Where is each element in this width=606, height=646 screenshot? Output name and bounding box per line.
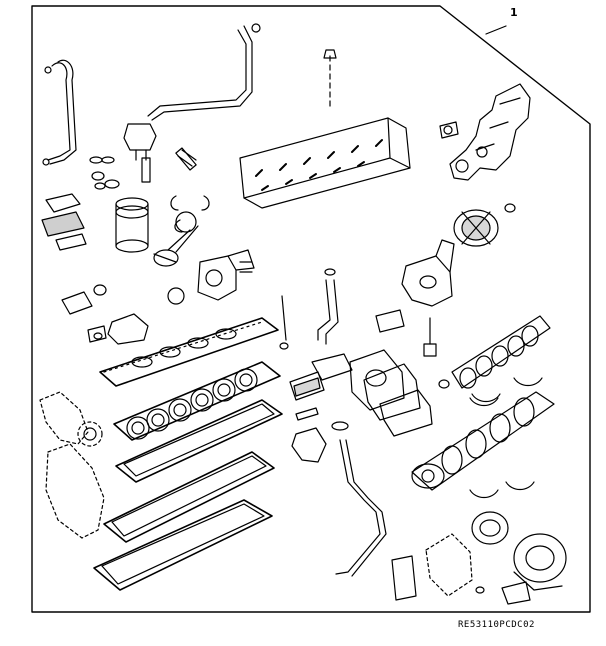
- tube-bracket: [123, 123, 157, 183]
- figure-reference: RE53110PCDC02: [458, 620, 535, 630]
- rear-seal-housing: [391, 511, 567, 605]
- small-seals: [89, 156, 120, 190]
- cylinder-head: [239, 49, 411, 209]
- thermostat-housing: [375, 239, 455, 357]
- callout-number: 1: [510, 6, 518, 19]
- pump-assembly: [167, 249, 255, 305]
- snap-rings: [170, 195, 210, 233]
- connecting-rod: [153, 211, 199, 267]
- crankshaft: [411, 391, 555, 491]
- side-cover-gaskets: [349, 349, 433, 437]
- dipstick-tube: [42, 59, 77, 166]
- cylinder-liner: [115, 197, 149, 253]
- exhaust-manifold: [439, 83, 531, 181]
- small-gasket-stack: [41, 193, 87, 251]
- head-gasket-upper: [99, 317, 279, 387]
- kit-outline-frame: [31, 5, 591, 613]
- impeller-housing: [453, 203, 516, 247]
- coolant-pipe: [279, 268, 339, 350]
- main-bearings: [469, 377, 543, 499]
- oil-cooler-parts: [61, 284, 149, 345]
- oil-pan-gasket-lower: [93, 499, 273, 591]
- head-gasket-main: [113, 361, 281, 441]
- oil-pan-gasket: [103, 451, 275, 543]
- callout-leader-line: [485, 25, 507, 35]
- center-seals: [289, 353, 387, 577]
- rocker-cover-gasket: [115, 399, 283, 483]
- breather-tube: [147, 23, 261, 171]
- camshaft: [438, 315, 551, 389]
- timing-cover-gasket: [39, 391, 105, 539]
